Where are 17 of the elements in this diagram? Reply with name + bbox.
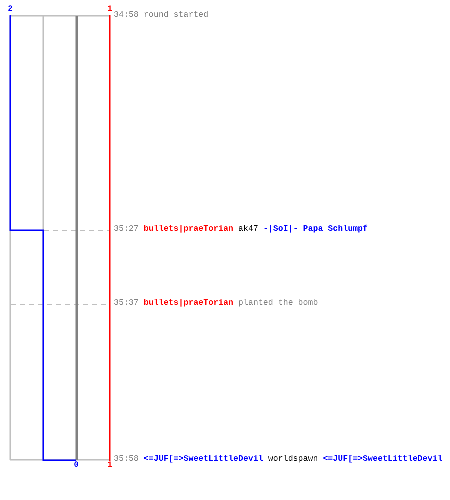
count-label: 1 — [108, 462, 112, 470]
player-name: <=JUF[=>SweetLittleDevil — [144, 455, 264, 465]
timestamp: 35:37 — [114, 299, 139, 309]
weapon-name: ak47 — [238, 225, 258, 235]
timestamp: 35:27 — [114, 225, 139, 235]
event-text: planted the bomb — [238, 299, 318, 309]
count-label: 0 — [74, 462, 79, 470]
count-label: 1 — [108, 6, 112, 14]
timestamp: 35:58 — [114, 455, 139, 465]
timestamp: 34:58 — [114, 11, 139, 21]
player-name: bullets|praeTorian — [144, 225, 234, 235]
player-name: <=JUF[=>SweetLittleDevil — [323, 455, 443, 465]
player-name: bullets|praeTorian — [144, 299, 234, 309]
weapon-name: worldspawn — [268, 455, 318, 465]
count-label: 2 — [8, 6, 13, 14]
player-name: -|SoI|- Papa Schlumpf — [263, 225, 368, 235]
event-text: round started — [144, 11, 209, 21]
